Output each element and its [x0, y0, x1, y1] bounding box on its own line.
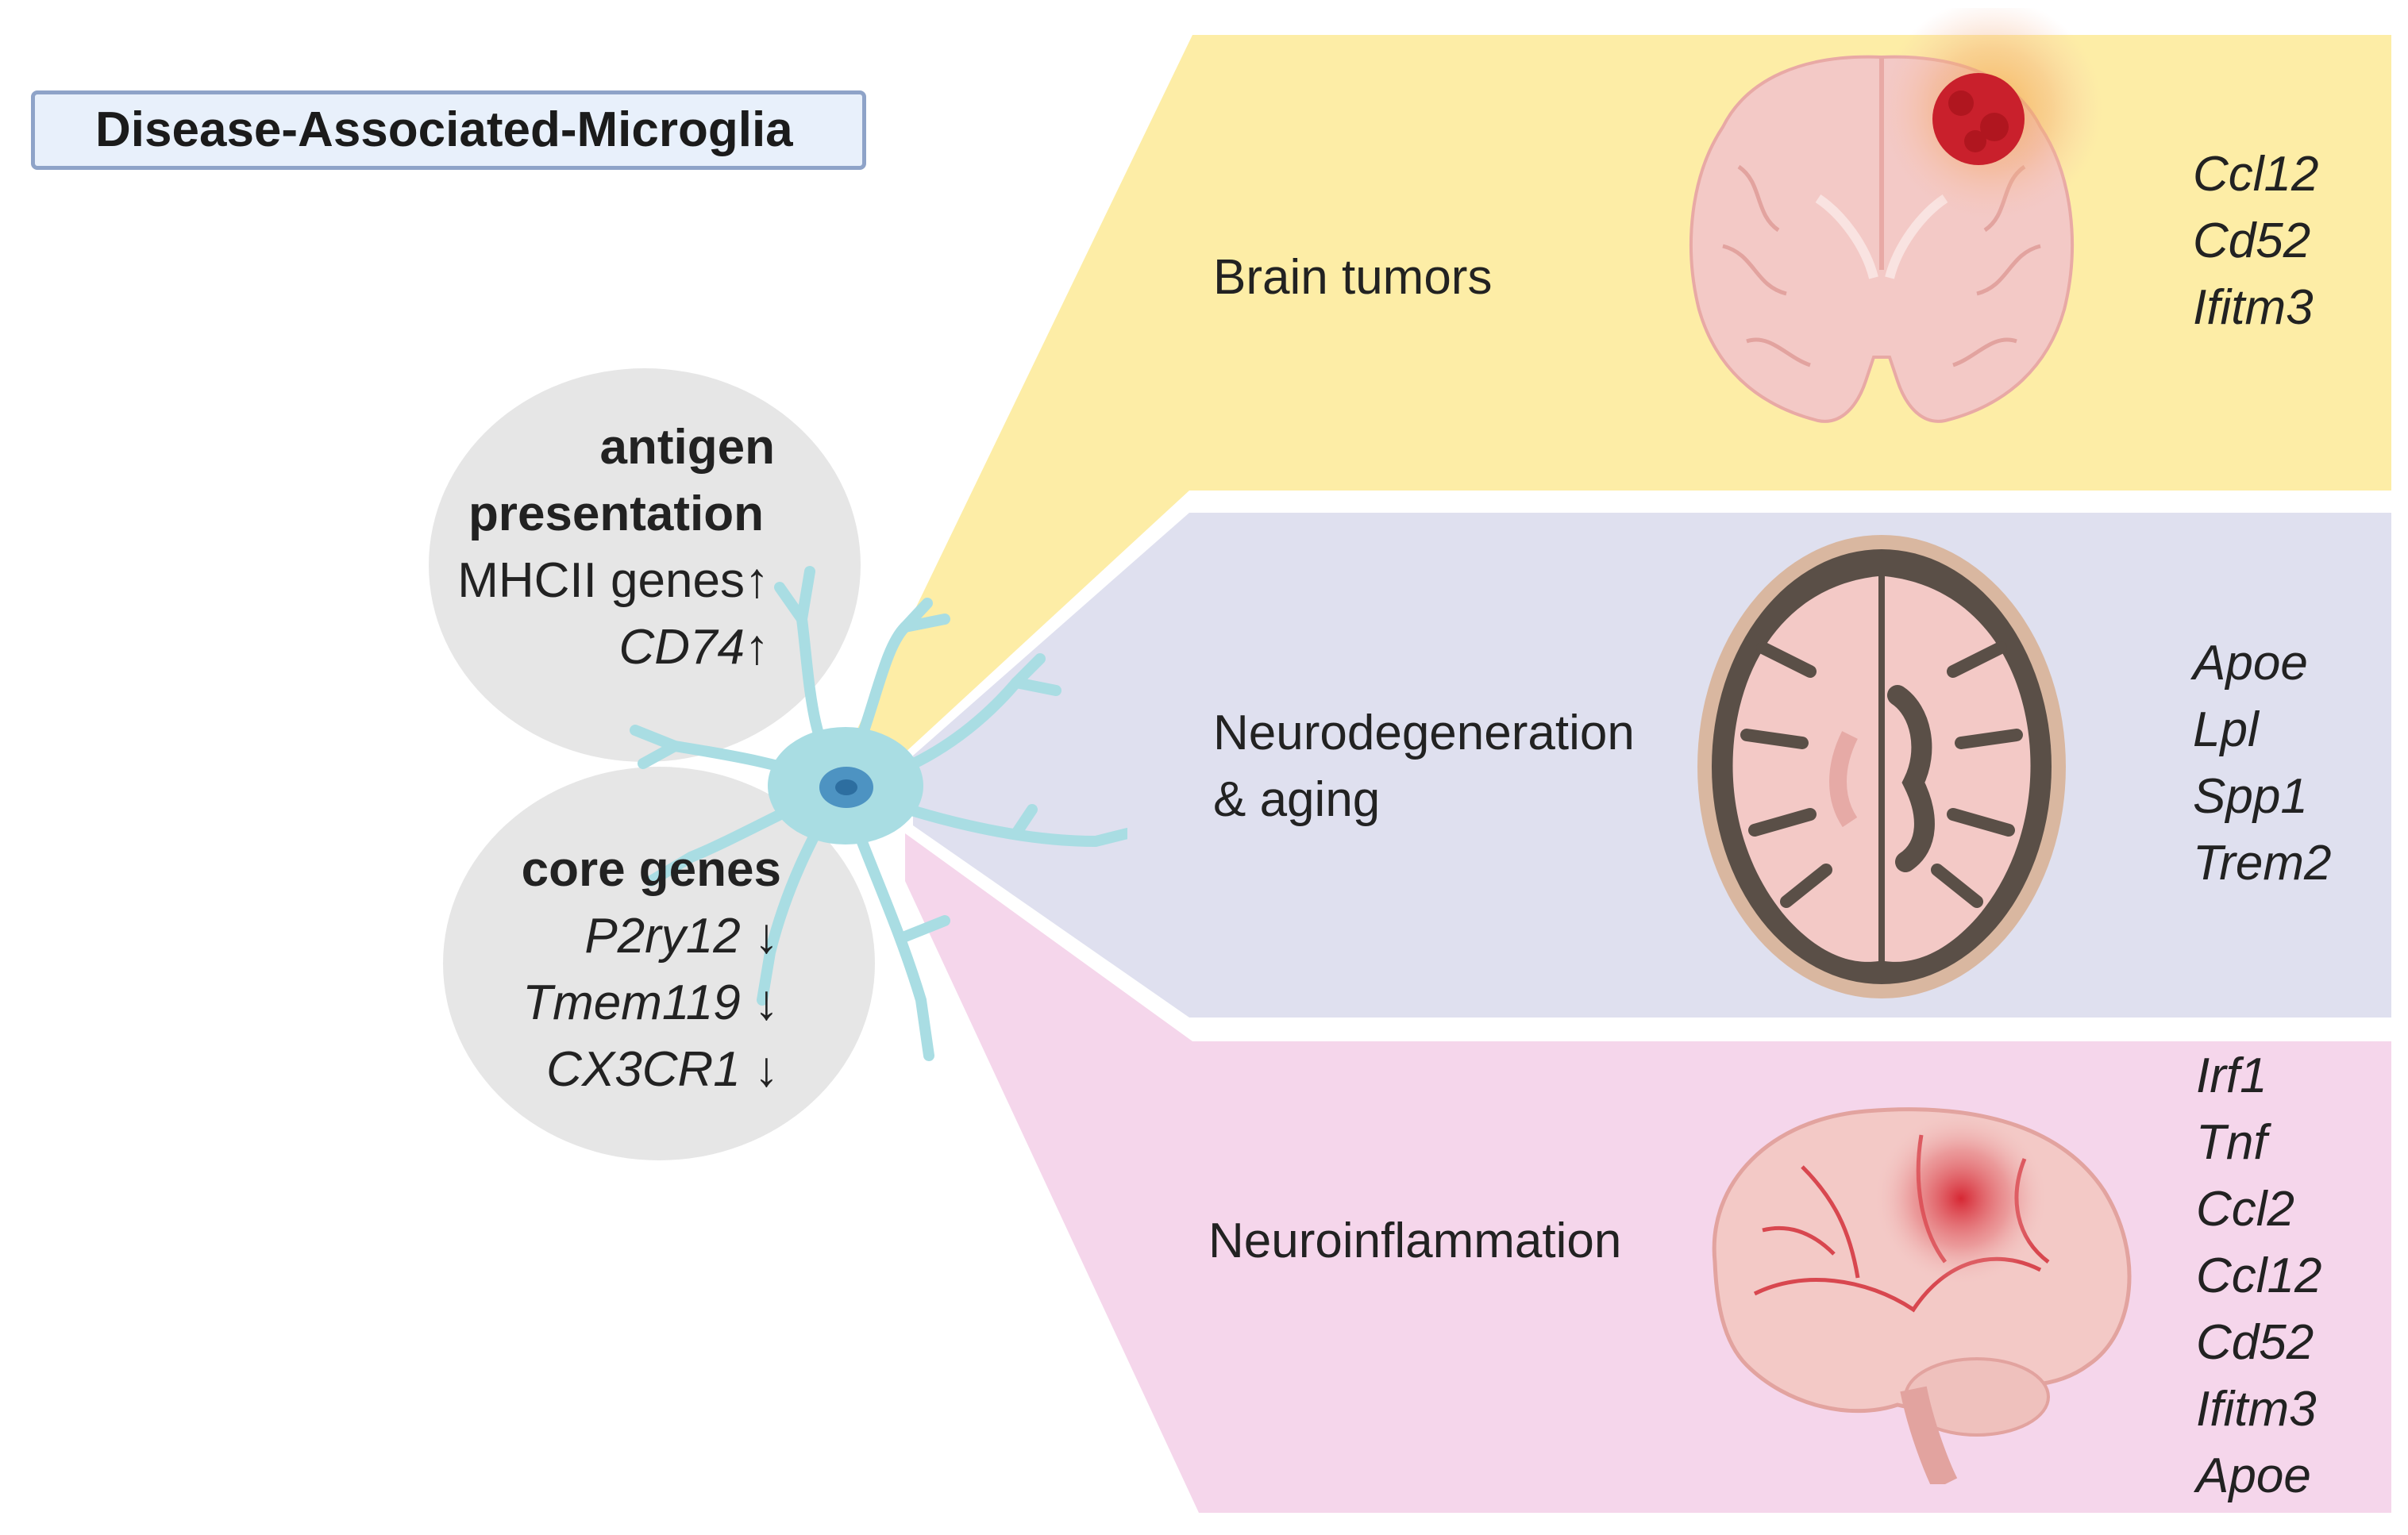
- gene-list-item: Lpl: [2193, 702, 2259, 757]
- arrow-up-icon: ↑: [745, 553, 769, 608]
- gene-name: CX3CR1: [546, 1042, 741, 1097]
- gene-list-item: Trem2: [2193, 836, 2332, 891]
- gene-list-item: Spp1: [2193, 769, 2308, 824]
- lower-cluster-heading: core genes: [521, 842, 781, 897]
- gene-list-item: Cd52: [2193, 214, 2311, 268]
- page-title: Disease-Associated-Microglia: [95, 102, 793, 157]
- gene-list-item: Apoe: [2193, 636, 2308, 691]
- axial-brain-atrophy-icon: [1697, 535, 2066, 998]
- panel-label-neurodegeneration-line1: Neurodegeneration: [1213, 706, 1635, 760]
- gene-list-item: Ccl2: [2196, 1182, 2295, 1237]
- gene-list-item: Apoe: [2196, 1448, 2311, 1503]
- gene-list-item: Cd52: [2196, 1315, 2314, 1370]
- upper-cluster-circle: [429, 368, 861, 762]
- gene-list-item: Ccl12: [2193, 147, 2319, 202]
- gene-list-item: Ifitm3: [2193, 280, 2314, 335]
- arrow-down-icon: ↓: [754, 1042, 779, 1097]
- lower-cluster-circle: [443, 767, 875, 1160]
- lateral-brain-inflammation-icon: [1712, 1107, 2132, 1484]
- lower-cluster-item: CX3CR1 ↓: [546, 1037, 779, 1103]
- panel-label-neurodegeneration-line2: & aging: [1213, 772, 1381, 827]
- panel-label-brain-tumors: Brain tumors: [1213, 250, 1493, 305]
- gene-list-item: Irf1: [2196, 1048, 2267, 1103]
- gene-name: CD74: [618, 620, 745, 675]
- gene-list-item: Tnf: [2196, 1115, 2267, 1170]
- lower-cluster-item: Tmem119 ↓: [522, 970, 779, 1037]
- upper-cluster-item: MHCII genes↑: [457, 548, 769, 614]
- panel-neurodegeneration-bg: [913, 513, 2391, 1018]
- gene-list-item: Ifitm3: [2196, 1382, 2317, 1437]
- arrow-down-icon: ↓: [754, 975, 779, 1030]
- microglia-cell-icon: [630, 566, 1127, 1061]
- gene-list-item: Ccl12: [2196, 1248, 2322, 1303]
- arrow-up-icon: ↑: [745, 620, 769, 675]
- gene-name: MHCII genes: [457, 553, 745, 608]
- gene-name: P2ry12: [584, 909, 741, 964]
- lower-cluster-item: P2ry12 ↓: [584, 903, 779, 970]
- arrow-down-icon: ↓: [754, 909, 779, 964]
- upper-cluster-heading-line2: presentation: [468, 487, 764, 541]
- panel-label-neuroinflammation: Neuroinflammation: [1208, 1214, 1622, 1268]
- upper-cluster-item: CD74↑: [618, 614, 769, 681]
- title-box: Disease-Associated-Microglia: [31, 90, 866, 170]
- upper-cluster-heading-line1: antigen: [599, 420, 775, 475]
- gene-name: Tmem119: [522, 975, 741, 1030]
- coronal-brain-tumor-icon: [1689, 8, 2102, 423]
